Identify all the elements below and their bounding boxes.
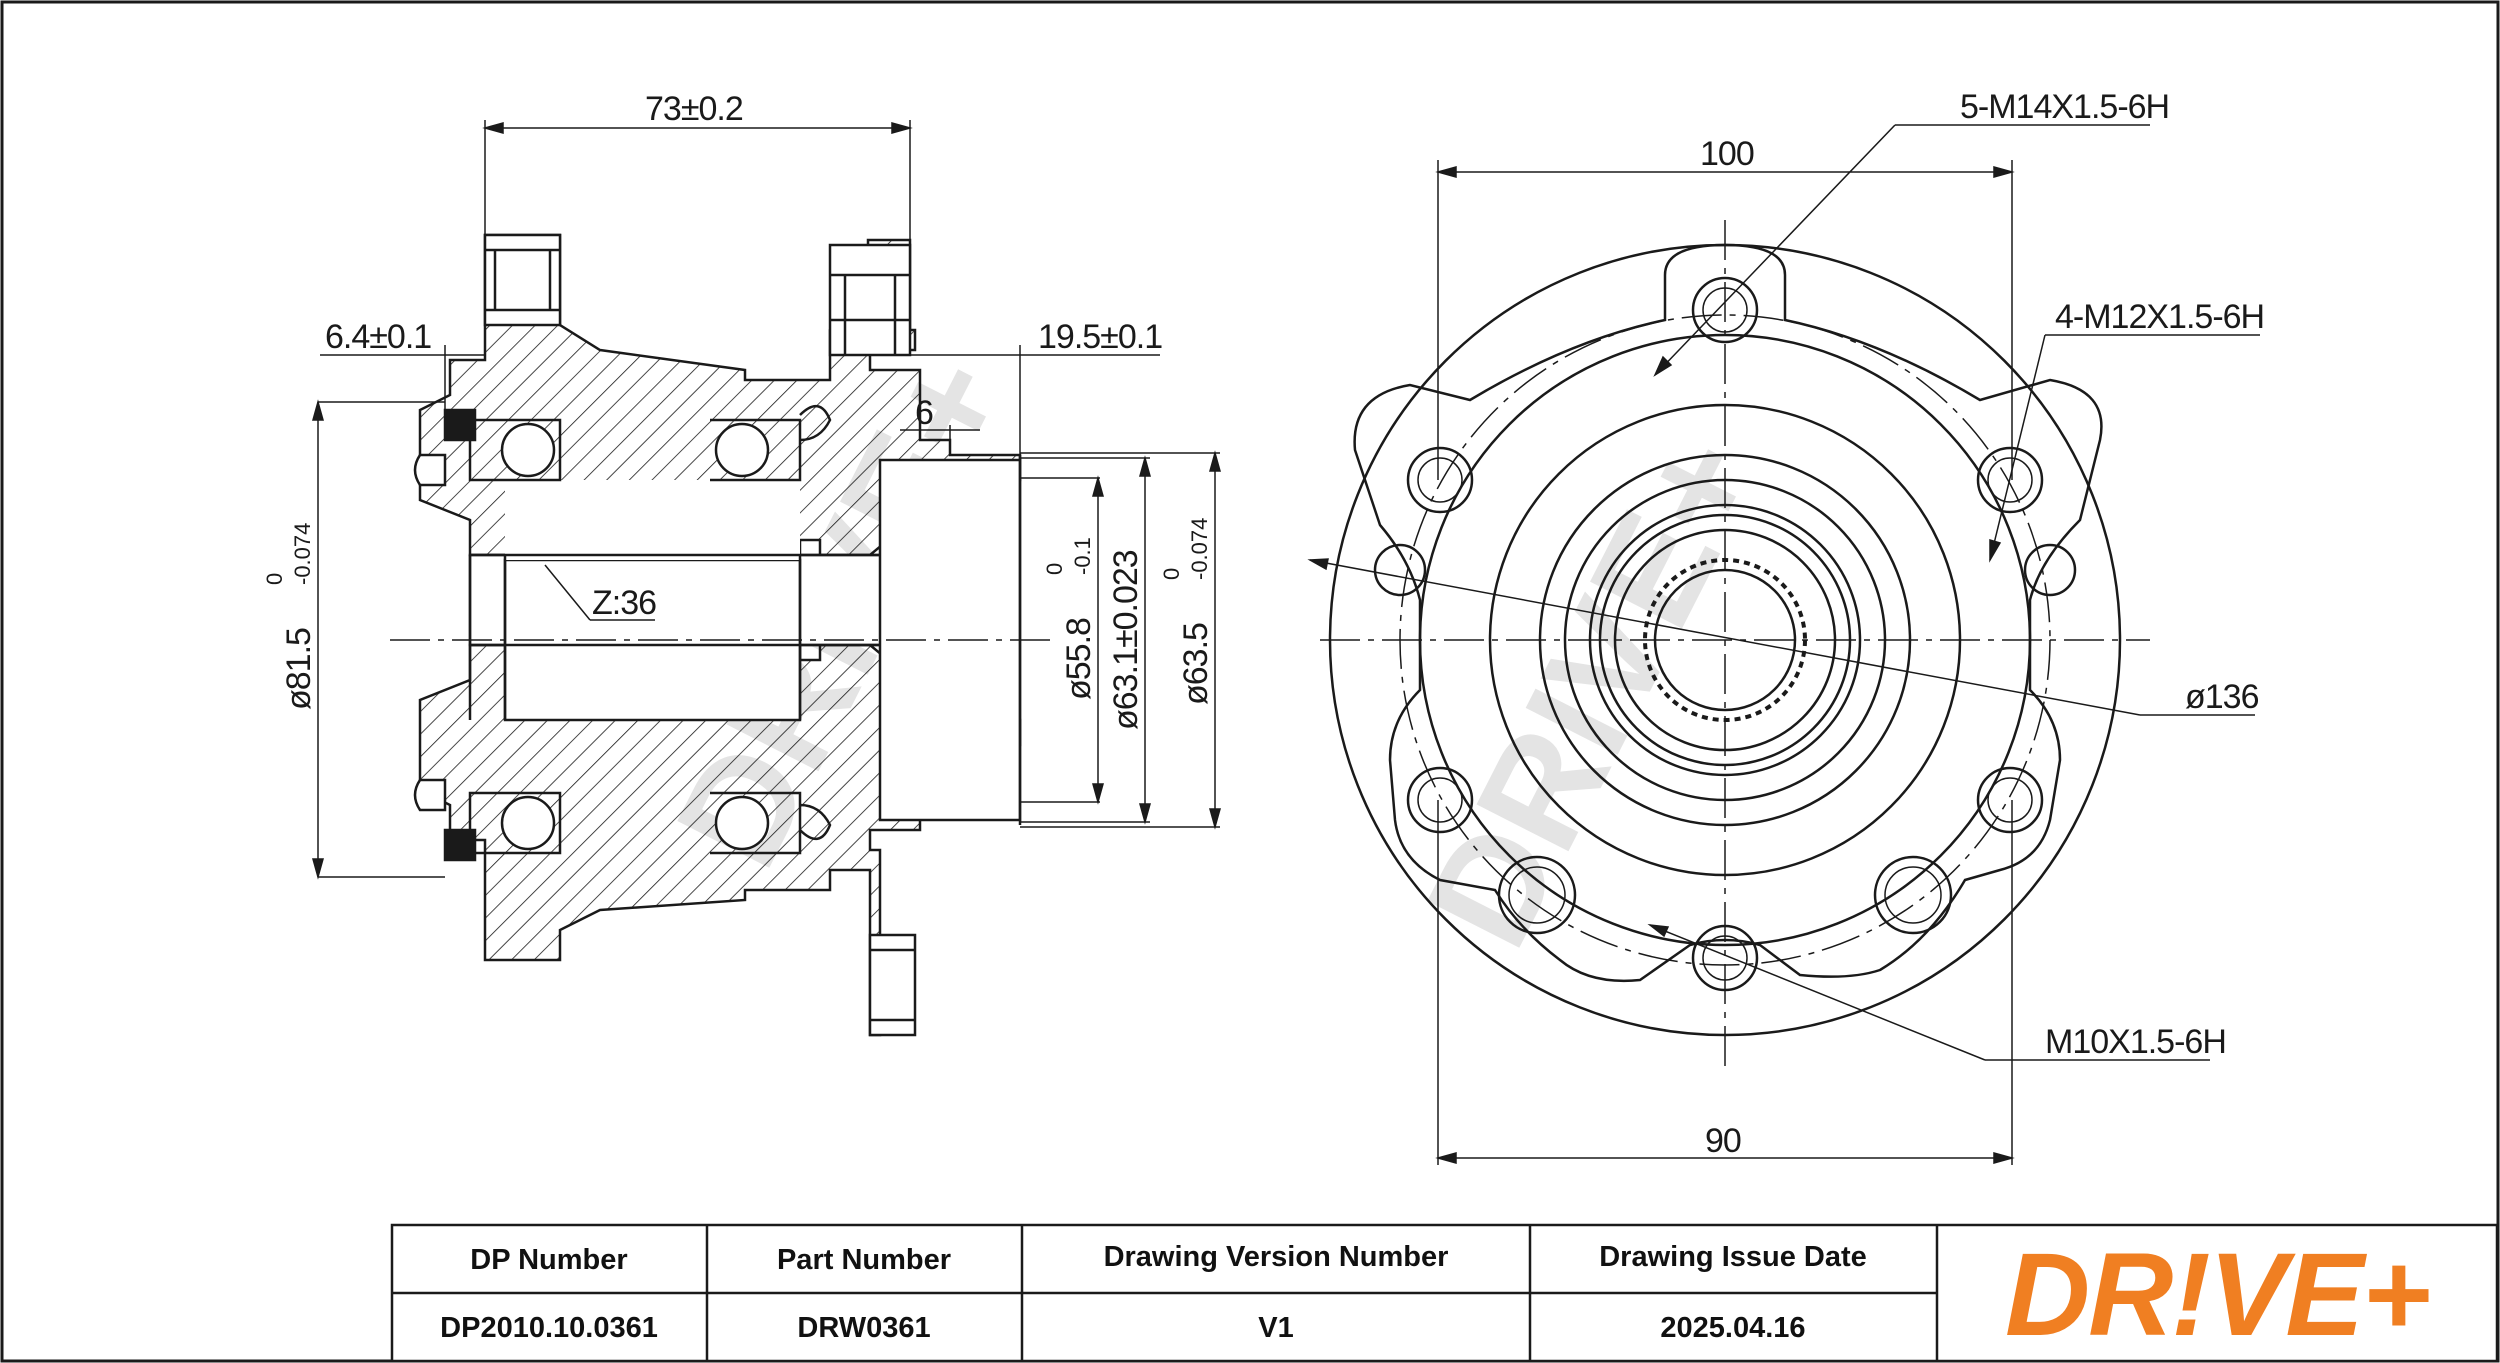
svg-text:0: 0	[1159, 568, 1184, 580]
svg-text:ø63.5: ø63.5	[1177, 623, 1215, 705]
front-dimension-lines	[1307, 124, 2260, 1165]
stud-hole-left-upper	[1406, 446, 1474, 514]
thread-hole-bottom	[1691, 924, 1759, 992]
svg-text:0: 0	[262, 573, 287, 585]
spline-inner	[1653, 568, 1797, 712]
pcd-circle	[1399, 314, 2051, 966]
thread-hole-bottom-left	[1497, 855, 1577, 935]
dim-100: 100	[1700, 135, 1754, 173]
header-drawing-version: Drawing Version Number	[1104, 1241, 1449, 1273]
dim-19-5: 19.5±0.1	[1038, 318, 1162, 356]
header-dp-number: DP Number	[470, 1244, 627, 1276]
dim-m14-thread: 5-M14X1.5-6H	[1960, 88, 2169, 126]
value-issue-date: 2025.04.16	[1660, 1312, 1805, 1344]
title-block	[390, 1223, 2499, 1363]
flange-stud-right-upper	[828, 243, 912, 357]
bearing-ball-lower-right	[714, 795, 770, 851]
value-dp-number: DP2010.10.0361	[440, 1312, 658, 1344]
dim-dia-136: ø136	[2185, 678, 2259, 716]
hub-ring-4	[1588, 503, 1862, 777]
bearing-ball-upper-left	[500, 422, 556, 478]
hub-ring-2	[1538, 453, 1912, 827]
hub-ring-6	[1613, 528, 1837, 752]
dim-dia-63-1: ø63.1±0.023	[1107, 550, 1145, 730]
seal-lower	[443, 828, 477, 862]
header-issue-date: Drawing Issue Date	[1599, 1241, 1867, 1273]
hub-ring-3	[1563, 478, 1887, 802]
dim-z36: Z:36	[592, 584, 656, 622]
dim-m12-thread: 4-M12X1.5-6H	[2055, 298, 2264, 336]
drive-plus-logo: DR!VE+	[2005, 1229, 2431, 1361]
stud-hole-left-lower	[1406, 766, 1474, 834]
hub-ring-5	[1598, 513, 1852, 767]
svg-text:ø81.5: ø81.5	[280, 628, 318, 710]
thread-hole-bottom-right	[1873, 855, 1953, 935]
seal-upper	[443, 408, 477, 442]
dim-90: 90	[1705, 1122, 1741, 1160]
svg-text:DR!VE+: DR!VE+	[2005, 1229, 2429, 1361]
dim-m10-thread: M10X1.5-6H	[2045, 1023, 2226, 1061]
value-part-number: DRW0361	[797, 1312, 930, 1344]
dim-6-4: 6.4±0.1	[325, 318, 431, 356]
svg-text:ø63.1±0.023: ø63.1±0.023	[1107, 550, 1145, 730]
stud-hole-right-lower	[1976, 766, 2044, 834]
svg-text:ø55.8: ø55.8	[1060, 618, 1098, 700]
watermark-right: DRIVE+	[1394, 408, 1792, 971]
spline-outer	[1643, 558, 1807, 722]
dim-73: 73±0.2	[645, 90, 743, 128]
section-dimension-lines	[312, 120, 1221, 880]
value-drawing-version: V1	[1258, 1312, 1293, 1344]
header-part-number: Part Number	[777, 1244, 951, 1276]
bearing-ball-lower-left	[500, 795, 556, 851]
svg-text:DRIVE+: DRIVE+	[1394, 408, 1792, 971]
dim-dia-81-5: ø81.5 0 -0.074	[262, 523, 318, 710]
stud-hole-right-upper	[1976, 446, 2044, 514]
flange-lobes	[1353, 243, 2103, 983]
bearing-ball-upper-right	[714, 422, 770, 478]
dim-dia-55-8: ø55.8 0 -0.1	[1042, 537, 1098, 700]
svg-text:0: 0	[1042, 563, 1067, 575]
hub-ring-1	[1488, 403, 1962, 877]
stud-hole-top	[1691, 276, 1759, 344]
svg-text:-0.074: -0.074	[1187, 518, 1212, 580]
svg-text:-0.074: -0.074	[290, 523, 315, 585]
dim-6: 6	[915, 394, 933, 432]
svg-text:-0.1: -0.1	[1070, 537, 1095, 575]
flange-stud-right-lower	[868, 933, 917, 1037]
dim-dia-63-5: ø63.5 0 -0.074	[1159, 518, 1215, 705]
front-view	[1320, 220, 2150, 1070]
